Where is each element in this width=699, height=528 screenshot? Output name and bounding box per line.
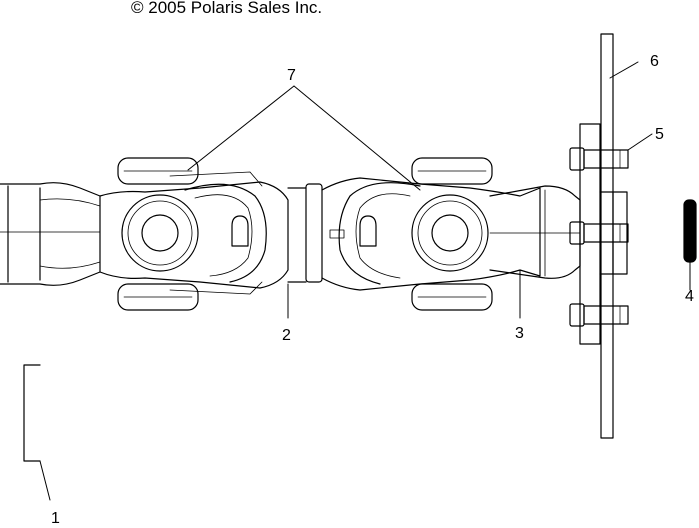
output-flange-yoke (489, 185, 581, 279)
roll-pin (683, 199, 697, 263)
left-shaft-stub (0, 182, 101, 286)
flange-bolts (569, 147, 629, 327)
copyright-notice: © 2005 Polaris Sales Inc. (131, 0, 323, 17)
callout-7: 7 (287, 67, 296, 84)
right-u-joint (305, 157, 541, 311)
leader-lines (39, 61, 691, 501)
center-shaft-tube (287, 187, 307, 283)
callout-2: 2 (282, 327, 291, 344)
shaft-length-bracket (23, 364, 41, 462)
support-bar (600, 33, 614, 439)
callout-6: 6 (650, 53, 659, 70)
callout-1: 1 (51, 510, 60, 523)
left-u-joint (99, 157, 289, 311)
callout-3: 3 (515, 325, 524, 342)
callout-4: 4 (685, 288, 694, 305)
flange-plate (579, 123, 628, 345)
callout-5: 5 (655, 126, 664, 143)
callout-labels: 7 6 5 2 3 4 1 (51, 53, 694, 527)
